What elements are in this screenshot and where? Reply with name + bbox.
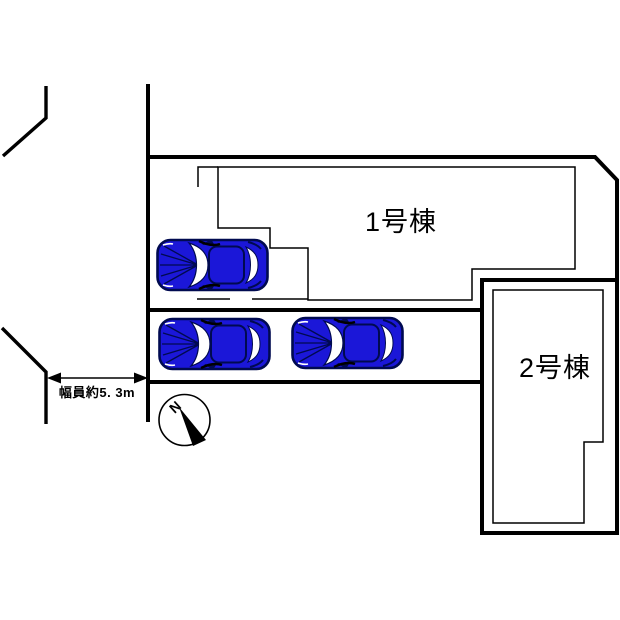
building-1-label: 1号棟: [365, 207, 437, 237]
arrow-right-head-icon: [134, 372, 148, 384]
plot-boundary: [146, 155, 619, 535]
compass: N: [158, 393, 211, 447]
road-edge-lines: [0, 84, 150, 424]
building-2: 2号棟: [492, 289, 604, 524]
building-2-outline: [492, 289, 604, 524]
building-1-outline: [217, 166, 576, 301]
car-icon: [158, 316, 271, 372]
road-width-label: 幅員約5. 3m: [59, 385, 135, 400]
plot-outer-boundary: [146, 155, 619, 535]
building-2-label: 2号棟: [519, 353, 591, 383]
car-icon: [291, 315, 404, 371]
car-icon: [156, 237, 269, 293]
road-edge-upper: [1, 86, 48, 158]
building-1: 1号棟: [197, 166, 576, 301]
road-width-annotation: 幅員約5. 3m: [47, 372, 148, 400]
road-edge-lower: [0, 326, 48, 424]
compass-needle-icon: [179, 407, 206, 446]
arrow-left-head-icon: [47, 372, 61, 384]
building-1-entry-mark: [197, 166, 218, 187]
